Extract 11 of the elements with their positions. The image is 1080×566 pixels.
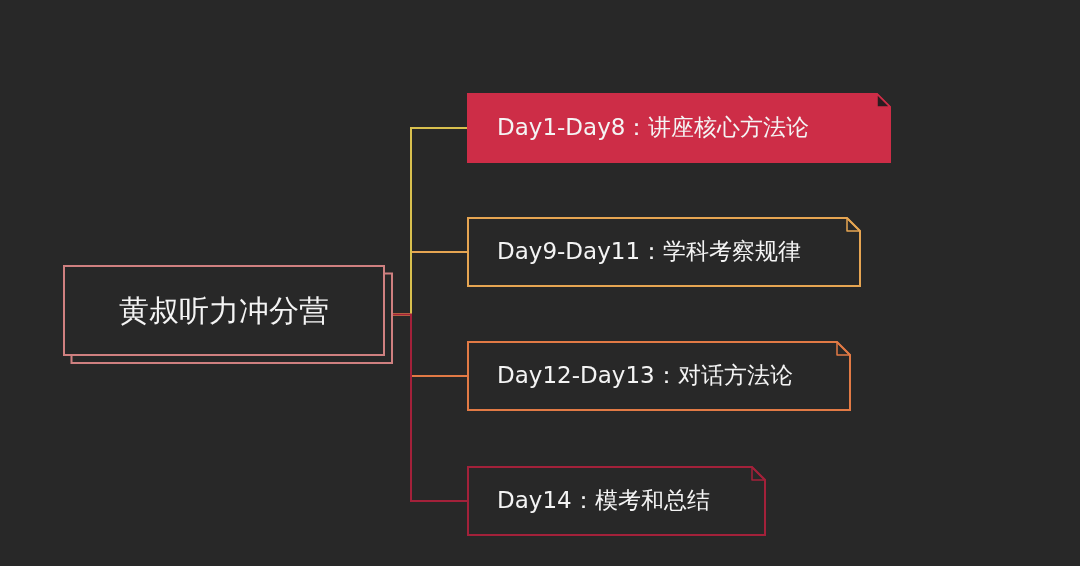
note-box	[467, 341, 851, 411]
note-box	[467, 466, 766, 536]
note-box	[467, 93, 891, 163]
note-box	[467, 217, 861, 287]
note-text: Day12-Day13：对话方法论	[497, 362, 793, 390]
connector-line	[392, 313, 468, 502]
note-text: Day1-Day8：讲座核心方法论	[497, 114, 810, 142]
note-text: Day14：模考和总结	[497, 487, 710, 515]
topic-box	[63, 265, 393, 364]
note-text: Day9-Day11：学科考察规律	[497, 238, 802, 266]
topic-text: 黄叔听力冲分营	[119, 292, 329, 329]
